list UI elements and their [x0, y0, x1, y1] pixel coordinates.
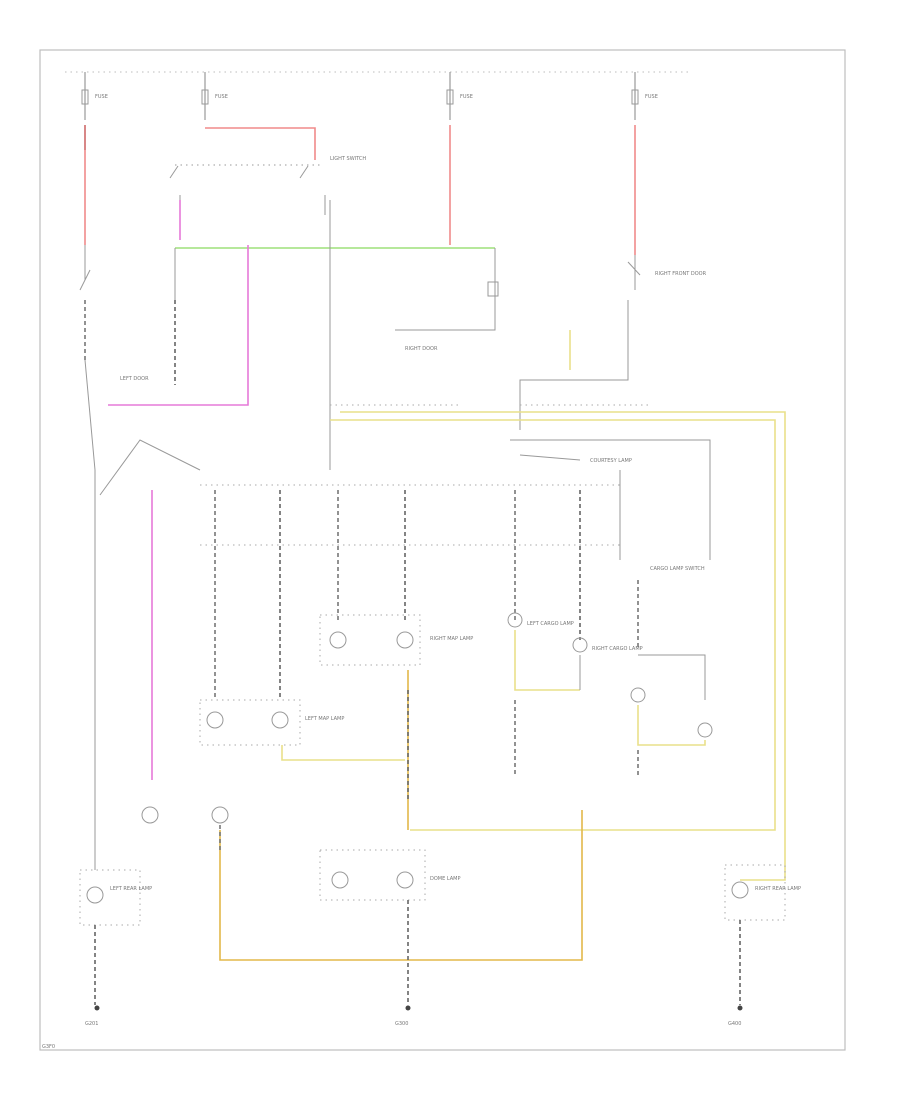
- fuse-2-label: FUSE: [215, 94, 228, 100]
- right-front-door-label: RIGHT FRONT DOOR: [655, 271, 707, 277]
- ground-left-label: G201: [85, 1021, 98, 1027]
- left-rear-lamp-label: LEFT REAR LAMP: [110, 886, 152, 892]
- light-switch-label: LIGHT SWITCH: [330, 156, 366, 162]
- yellow-under-left-map: [281, 745, 405, 761]
- right-cargo-lamp: RIGHT CARGO LAMP: [572, 637, 643, 690]
- left-cargo-label: LEFT CARGO LAMP: [527, 621, 574, 627]
- ground-right: G400: [728, 1005, 743, 1027]
- module-outputs: [214, 490, 581, 700]
- left-door-switch: LEFT DOOR: [120, 262, 176, 385]
- ground-center-label: G300: [395, 1021, 408, 1027]
- fuse-1-label: FUSE: [95, 94, 108, 100]
- left-small-lamps: [141, 806, 229, 850]
- yellow-bus: [330, 404, 786, 881]
- left-door-label: LEFT DOOR: [120, 376, 149, 382]
- right-front-door-switch: RIGHT FRONT DOOR: [519, 255, 707, 430]
- light-switch: LIGHT SWITCH: [169, 156, 366, 215]
- right-cargo-label: RIGHT CARGO LAMP: [592, 646, 643, 652]
- fuse-4-label: FUSE: [645, 94, 658, 100]
- orange-wires: [219, 670, 583, 961]
- cargo-lamp-switch: CARGO LAMP SWITCH: [630, 566, 713, 775]
- fuse-3: FUSE: [446, 89, 473, 105]
- module-diagonal: [99, 439, 201, 496]
- dome-lamp: DOME LAMP: [319, 849, 461, 1005]
- fuse-4: FUSE: [631, 89, 658, 105]
- right-door-label: RIGHT DOOR: [405, 346, 438, 352]
- left-feed: [79, 245, 96, 471]
- fuse-1: FUSE: [81, 89, 108, 105]
- cargo-lamp-switch-label: CARGO LAMP SWITCH: [650, 566, 705, 572]
- ground-center: G300: [395, 1005, 411, 1027]
- green-bus: [174, 247, 499, 331]
- right-rear-lamp: RIGHT REAR LAMP: [724, 864, 801, 1005]
- ground-left: G201: [85, 1005, 100, 1027]
- diagram-frame: [39, 49, 846, 1051]
- right-map-lamp: RIGHT MAP LAMP: [319, 614, 473, 666]
- left-map-lamp: LEFT MAP LAMP: [199, 699, 344, 746]
- footer-label: G3F0: [42, 1044, 55, 1050]
- fuse-bus: [65, 71, 690, 120]
- left-cargo-lamp: LEFT CARGO LAMP: [507, 612, 580, 775]
- fuse-2: FUSE: [201, 89, 228, 105]
- dome-lamp-label: DOME LAMP: [430, 876, 461, 882]
- pink-loop-wire: [108, 245, 249, 406]
- right-rear-lamp-label: RIGHT REAR LAMP: [755, 886, 801, 892]
- courtesy-module: COURTESY LAMP: [200, 439, 711, 560]
- red-wires: [84, 125, 636, 255]
- fuse-3-label: FUSE: [460, 94, 473, 100]
- ground-right-label: G400: [728, 1021, 741, 1027]
- left-rear-lamp: LEFT REAR LAMP: [79, 470, 152, 1005]
- right-map-lamp-label: RIGHT MAP LAMP: [430, 636, 473, 642]
- courtesy-lamp-label: COURTESY LAMP: [590, 458, 632, 464]
- left-map-lamp-label: LEFT MAP LAMP: [305, 716, 344, 722]
